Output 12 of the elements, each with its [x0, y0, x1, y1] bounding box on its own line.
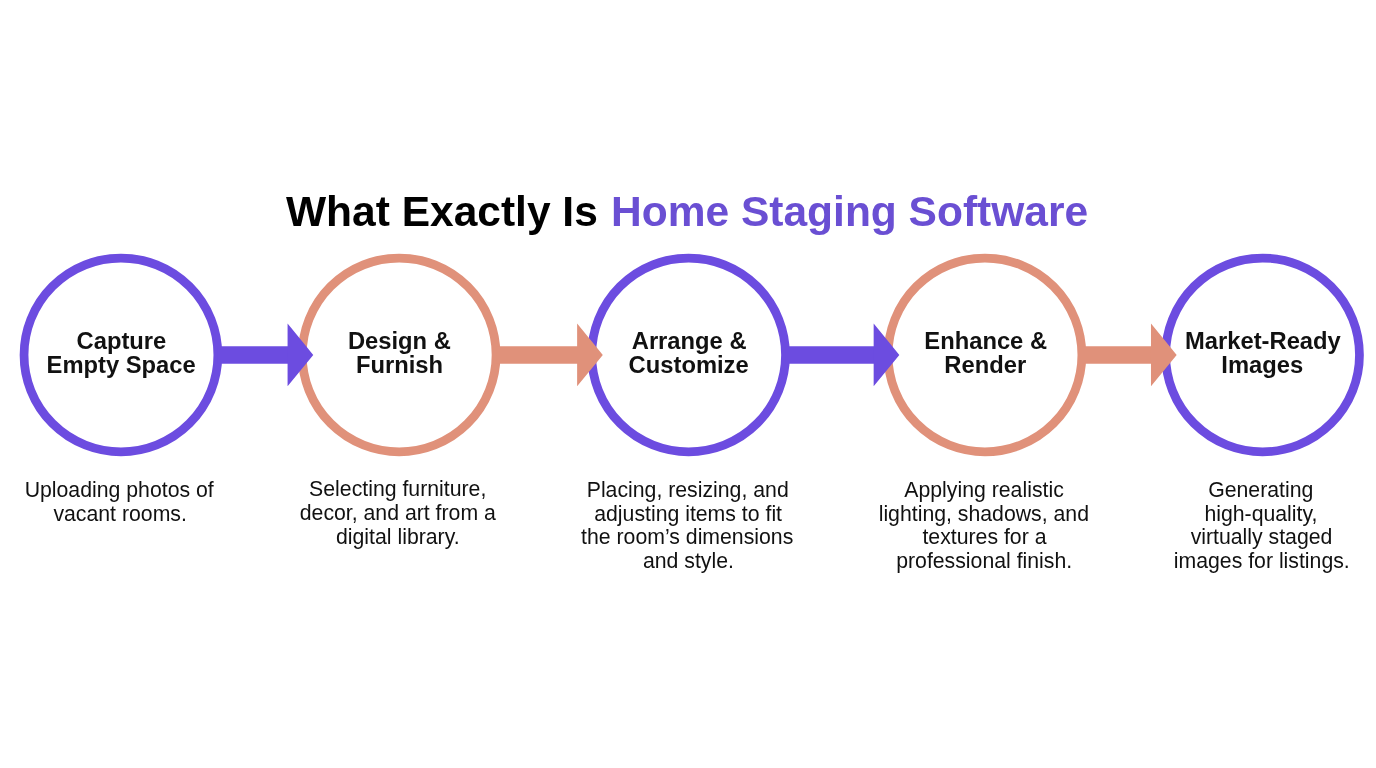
node-circle: Design & Furnish	[297, 253, 501, 457]
node-circle: Market-Ready Images	[1161, 253, 1364, 457]
node-circle: Capture Empty Space	[19, 253, 223, 457]
node-circle: Arrange & Customize	[587, 253, 790, 457]
node-label: Uploading photos of vacant rooms.	[24, 477, 214, 526]
arrow	[1082, 323, 1177, 387]
node-circle: Enhance & Render	[883, 253, 1087, 457]
diagram-title: What Exactly Is Home Staging Software	[286, 187, 1089, 235]
node-label: Selecting furniture, decor, and art from a digital library.	[299, 477, 496, 549]
node-label: Placing, resizing, and adjusting items to fit the room’s dimensions and style.	[581, 477, 794, 574]
node-label: Applying realistic lighting, shadows, and textures for a professional finish.	[878, 477, 1089, 574]
node-label: Generating high-quality, virtually staged images for listings.	[1173, 477, 1350, 574]
